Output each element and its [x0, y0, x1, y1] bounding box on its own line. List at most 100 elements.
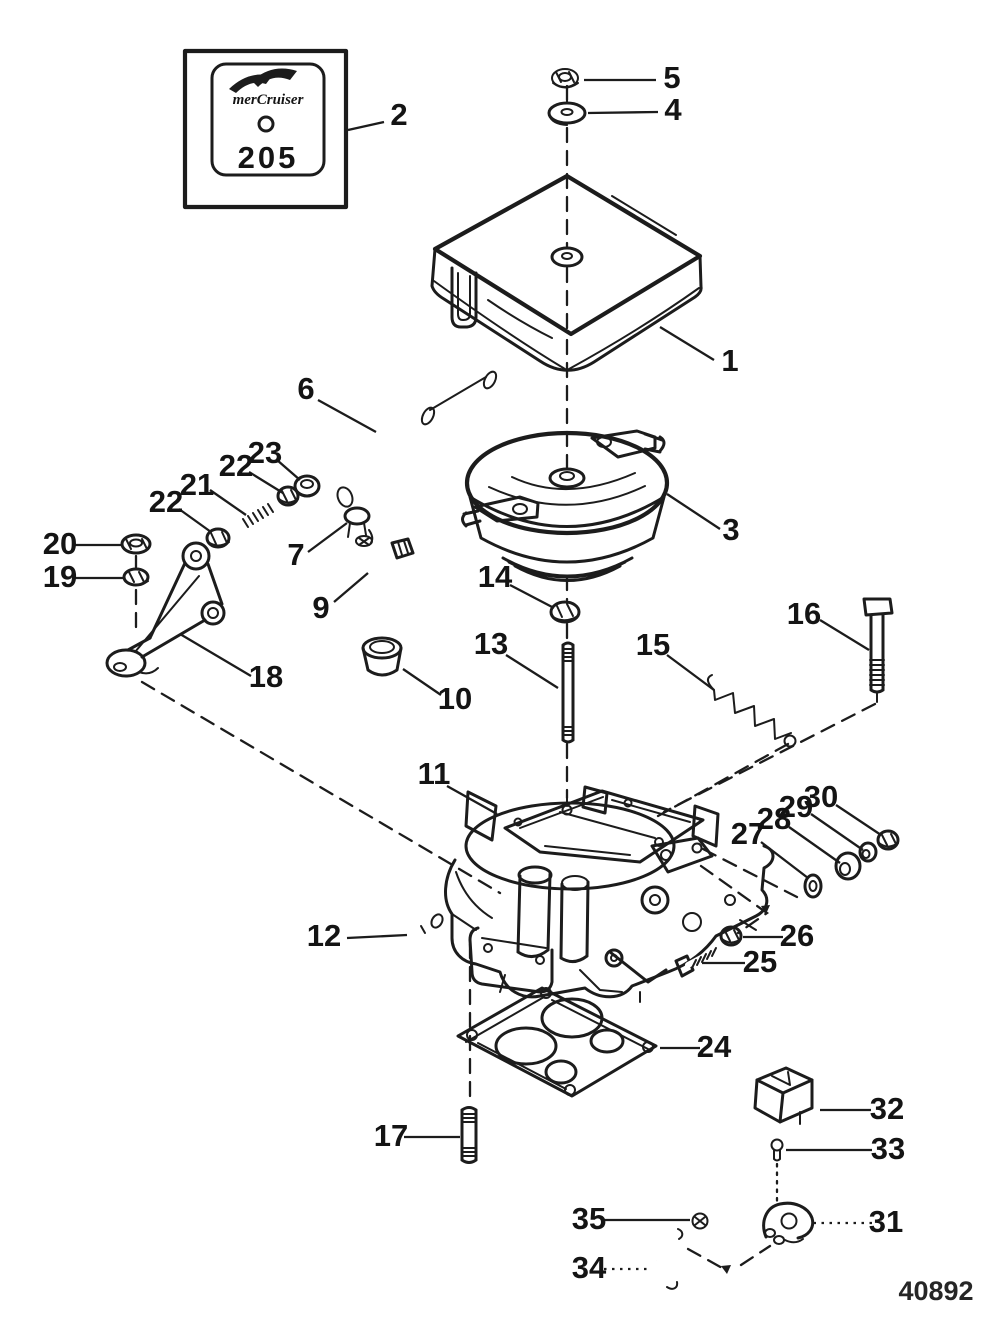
callout-14: 14	[478, 559, 513, 594]
callout-21: 21	[180, 467, 214, 502]
spring-15	[706, 674, 797, 748]
carburetor	[444, 785, 775, 1003]
callout-17: 17	[374, 1118, 408, 1153]
locknut-19	[122, 567, 150, 587]
callout-22-right: 22	[219, 448, 253, 483]
callout-1: 1	[721, 343, 738, 378]
callout-layer: 1234567910111213141516171819202122222324…	[43, 60, 905, 1285]
leader-line-12	[346, 933, 408, 940]
base-gasket-24	[456, 986, 658, 1098]
leader-line-21	[209, 489, 247, 516]
callout-15: 15	[636, 627, 670, 662]
plug-12	[409, 913, 444, 940]
callout-23: 23	[248, 435, 282, 470]
locknut-30	[876, 829, 900, 851]
callout-3: 3	[722, 512, 739, 547]
leader-line-7	[307, 522, 348, 553]
leader-line-28	[788, 826, 841, 864]
decal-plate: merCruiser 205	[182, 48, 349, 210]
leader-line-23	[276, 459, 301, 481]
callout-24: 24	[697, 1029, 732, 1064]
leader-line-3	[666, 493, 721, 530]
washer-28	[834, 851, 862, 881]
callout-30: 30	[804, 779, 838, 814]
callout-2: 2	[390, 97, 407, 132]
callout-12: 12	[307, 918, 341, 953]
float-32	[753, 1066, 814, 1125]
elbow-fitting-9	[355, 535, 415, 567]
callout-26: 26	[780, 918, 814, 953]
support-bracket-18	[105, 541, 226, 678]
callout-31: 31	[869, 1204, 903, 1239]
retainer-31	[762, 1201, 815, 1245]
leader-line-6	[317, 398, 377, 434]
leader-line-18	[179, 633, 252, 677]
air-cleaner-cover	[430, 173, 703, 372]
leader-line-9	[333, 572, 369, 603]
stud-13	[561, 641, 575, 744]
flame-arrestor	[461, 429, 670, 582]
callout-22-left: 22	[149, 484, 183, 519]
callout-16: 16	[787, 596, 821, 631]
callout-9: 9	[312, 590, 329, 625]
callout-7: 7	[287, 537, 304, 572]
leader-line-10	[402, 668, 442, 696]
callout-10: 10	[438, 681, 472, 716]
callout-25: 25	[743, 944, 777, 979]
bolt-16	[862, 597, 894, 694]
leader-line-15	[666, 654, 715, 691]
leader-line-14	[509, 583, 555, 610]
callout-34: 34	[572, 1250, 607, 1285]
leader-line-2	[347, 120, 385, 132]
callout-33: 33	[871, 1131, 905, 1166]
pin-33	[770, 1138, 784, 1162]
callout-28: 28	[757, 801, 791, 836]
callout-32: 32	[870, 1091, 904, 1126]
decal-dot	[257, 115, 275, 133]
bushing-27	[803, 870, 839, 899]
locknut-22-left	[205, 527, 231, 549]
leader-line-22-left	[178, 508, 212, 533]
callout-19: 19	[43, 559, 77, 594]
callout-6: 6	[297, 371, 314, 406]
leader-line-30	[835, 804, 882, 836]
flange-nut-5	[551, 68, 579, 89]
leader-line-11	[446, 784, 498, 816]
leader-line-29	[810, 813, 864, 851]
alignment-dashed-lines	[134, 84, 878, 1274]
leader-line-4	[587, 110, 659, 115]
locknut-23	[293, 474, 321, 498]
choke-rod-34	[649, 1226, 684, 1293]
leader-line-22-right	[248, 471, 284, 494]
leader-line-13	[505, 654, 559, 689]
decal-wave-icon	[252, 68, 297, 87]
leader-line-27	[760, 841, 809, 879]
stud-21	[238, 502, 275, 528]
decal-brand-text: merCruiser	[233, 92, 304, 108]
vent-hose	[336, 370, 498, 508]
arrowhead	[721, 1265, 731, 1274]
leader-line-16	[819, 619, 870, 651]
locknut-26	[719, 925, 743, 947]
callout-4: 4	[664, 92, 682, 127]
callout-35: 35	[572, 1201, 606, 1236]
decal-model-text: 205	[238, 140, 299, 175]
screw-35	[691, 1212, 709, 1230]
flat-washer-4	[547, 87, 587, 126]
washer-29	[858, 841, 878, 863]
callout-20: 20	[43, 526, 77, 561]
screw-25	[674, 947, 717, 978]
locknut-20	[120, 533, 152, 555]
callout-5: 5	[663, 60, 680, 95]
stud-17	[460, 1106, 478, 1164]
callout-11: 11	[418, 756, 451, 791]
drawing-number: 40892	[898, 1276, 973, 1306]
locknut-14	[549, 600, 581, 624]
callout-13: 13	[474, 626, 508, 661]
callout-18: 18	[249, 659, 283, 694]
leader-line-1	[659, 326, 715, 361]
callout-29: 29	[779, 789, 813, 824]
callout-27: 27	[731, 816, 765, 851]
